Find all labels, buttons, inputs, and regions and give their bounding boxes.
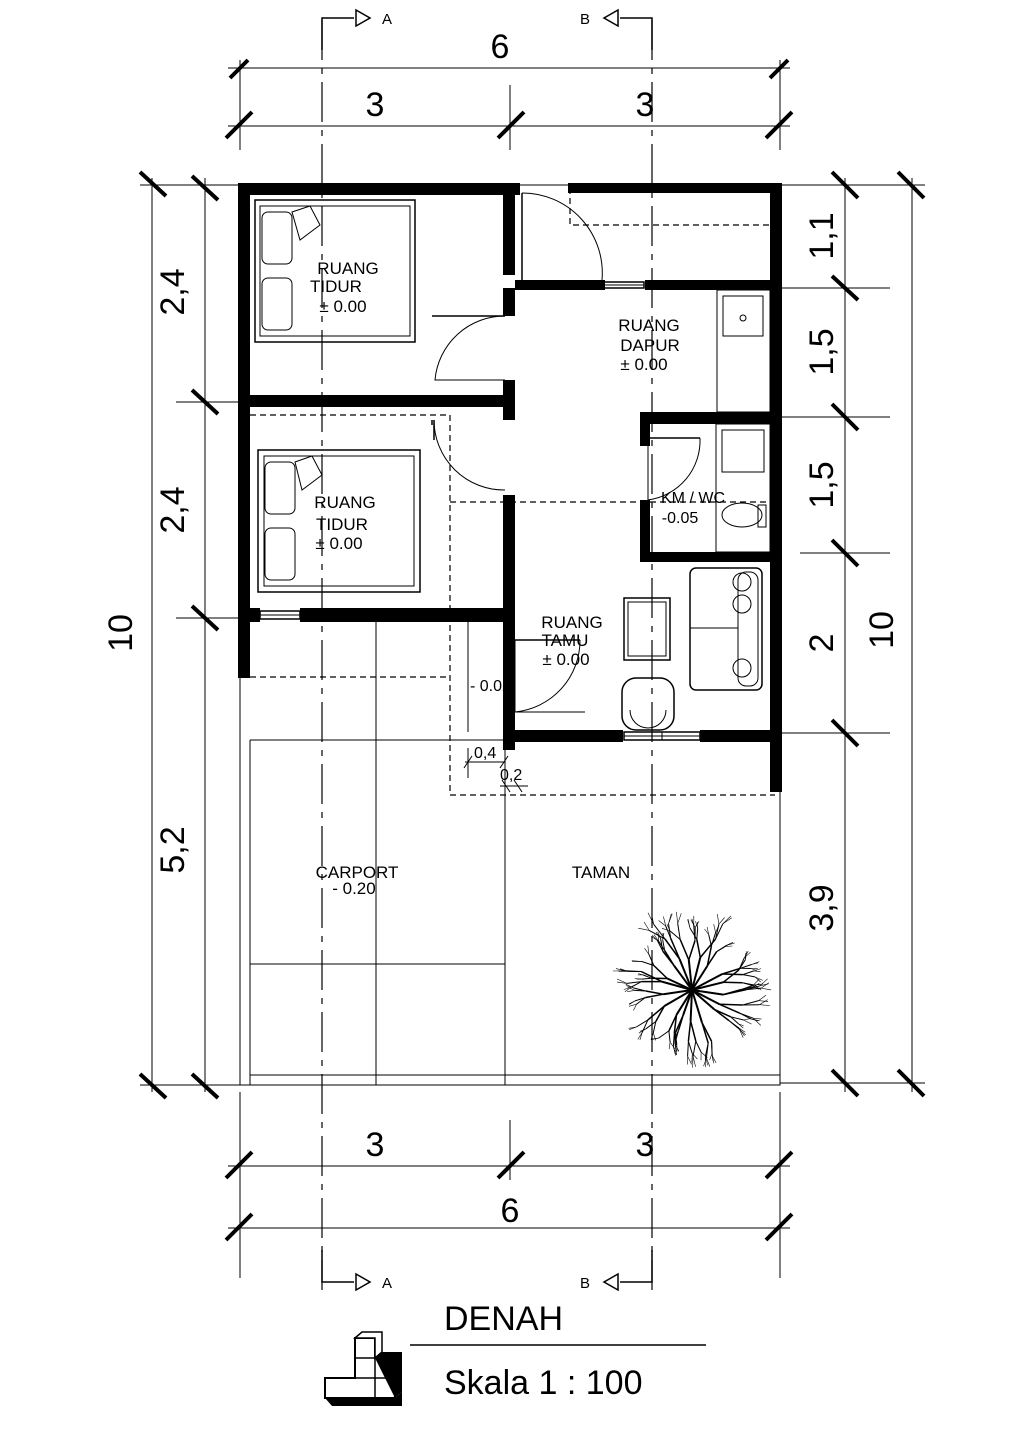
bedroom1-label-line2: TIDUR — [310, 277, 362, 296]
dim-small-b: 0,2 — [500, 767, 522, 784]
doors — [431, 192, 701, 713]
windows — [259, 211, 701, 741]
living-label-line2: TAMU — [542, 631, 589, 650]
section-b-top-label: B — [580, 11, 590, 28]
section-a-bottom-label: A — [382, 1275, 392, 1292]
drawing-title: DENAH — [444, 1300, 563, 1338]
dim-right-seg1: 1,1 — [803, 212, 841, 259]
garden-label: TAMAN — [572, 863, 630, 882]
carport-label: CARPORT — [316, 863, 399, 882]
dim-right-seg2: 1,5 — [803, 328, 841, 375]
dim-left-seg1: 2,4 — [154, 268, 192, 315]
bedroom2-label-line2: TIDUR — [316, 515, 368, 534]
bed-1 — [254, 199, 416, 343]
walls — [238, 183, 782, 792]
dim-bottom-left: 3 — [366, 1126, 385, 1164]
dim-small-a: 0,4 — [474, 745, 496, 762]
dim-left-seg2: 2,4 — [154, 486, 192, 533]
north-symbol-icon — [324, 1331, 402, 1406]
dim-bottom-right: 3 — [636, 1126, 655, 1164]
dim-top-right: 3 — [636, 86, 655, 124]
dim-left-seg3: 5,2 — [154, 826, 192, 873]
bathroom-level: -0.05 — [662, 510, 699, 527]
kitchen-level: ± 0.00 — [620, 355, 667, 374]
top-dimensions: 6 3 3 — [224, 28, 794, 150]
dim-right-seg3: 1,5 — [803, 461, 841, 508]
terrace-level: - 0.02 — [470, 678, 511, 695]
dim-right-seg5: 3,9 — [803, 884, 841, 931]
dim-top-total: 6 — [491, 28, 510, 66]
left-dimensions: 10 2,4 2,4 5,2 — [102, 170, 250, 1100]
bedroom1-level: ± 0.00 — [319, 297, 366, 316]
kitchen-counter — [716, 289, 771, 413]
carport-level: - 0.20 — [332, 879, 375, 898]
bottom-dimensions: 3 3 6 — [224, 1092, 794, 1278]
bedroom2-level: ± 0.00 — [315, 534, 362, 553]
section-markers: A B A B — [321, 8, 653, 1292]
living-label-line1: RUANG — [541, 613, 602, 632]
title-block: DENAH Skala 1 : 100 — [324, 1300, 706, 1406]
sofa-set — [621, 567, 763, 731]
section-b-bottom-label: B — [580, 1275, 590, 1292]
bathroom-label: KM / WC — [661, 490, 725, 507]
bedroom1-label-line1: RUANG — [317, 259, 378, 278]
living-level: ± 0.00 — [542, 650, 589, 669]
kitchen-label-line2: DAPUR — [620, 336, 680, 355]
dim-top-left: 3 — [366, 86, 385, 124]
bathroom-fixtures — [715, 423, 771, 553]
tree-symbol — [612, 911, 772, 1068]
bed-2 — [257, 449, 421, 593]
dim-right-seg4: 2 — [803, 634, 841, 653]
bedroom2-label-line1: RUANG — [314, 493, 375, 512]
dim-left-total: 10 — [102, 614, 140, 652]
section-a-top-label: A — [382, 11, 392, 28]
right-dimensions: 10 1,1 1,5 1,5 2 3,9 — [780, 170, 926, 1098]
room-labels: RUANG TIDUR ± 0.00 RUANG TIDUR ± 0.00 RU… — [310, 259, 725, 898]
entrance-small-dimensions: 0,4 0,2 — [463, 738, 554, 793]
kitchen-label-line1: RUANG — [618, 316, 679, 335]
dim-right-total: 10 — [863, 611, 901, 649]
drawing-scale: Skala 1 : 100 — [444, 1364, 642, 1402]
dim-bottom-total: 6 — [501, 1192, 520, 1230]
